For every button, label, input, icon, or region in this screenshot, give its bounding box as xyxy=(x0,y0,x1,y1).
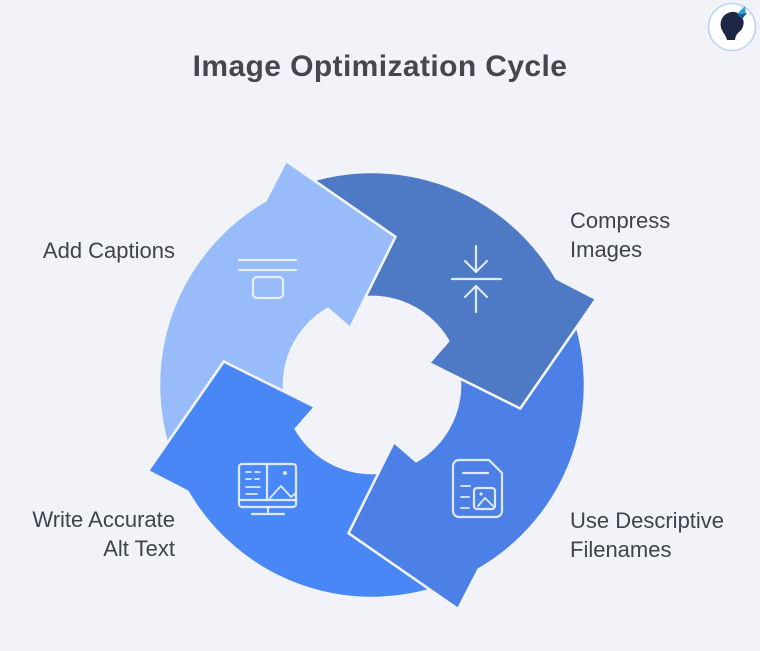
page-title: Image Optimization Cycle xyxy=(192,50,568,83)
head-with-butterfly-logo xyxy=(707,2,757,52)
label-use-descriptive-filenames: Use Descriptive Filenames xyxy=(570,508,725,562)
monitor-image-icon xyxy=(237,462,298,516)
logo-butterfly-wing-light xyxy=(737,6,746,15)
label-write-accurate-alt-text: Write Accurate Alt Text xyxy=(32,507,175,561)
logo-butterfly-wing-dark xyxy=(737,13,747,19)
compress-vertical-arrows-icon xyxy=(450,244,503,314)
caption-lines-box-icon xyxy=(237,258,298,300)
image-document-icon xyxy=(451,458,504,519)
logo-head-silhouette xyxy=(720,11,744,40)
label-add-captions: Add Captions xyxy=(42,238,175,263)
label-compress-images: Compress Images xyxy=(570,208,671,262)
